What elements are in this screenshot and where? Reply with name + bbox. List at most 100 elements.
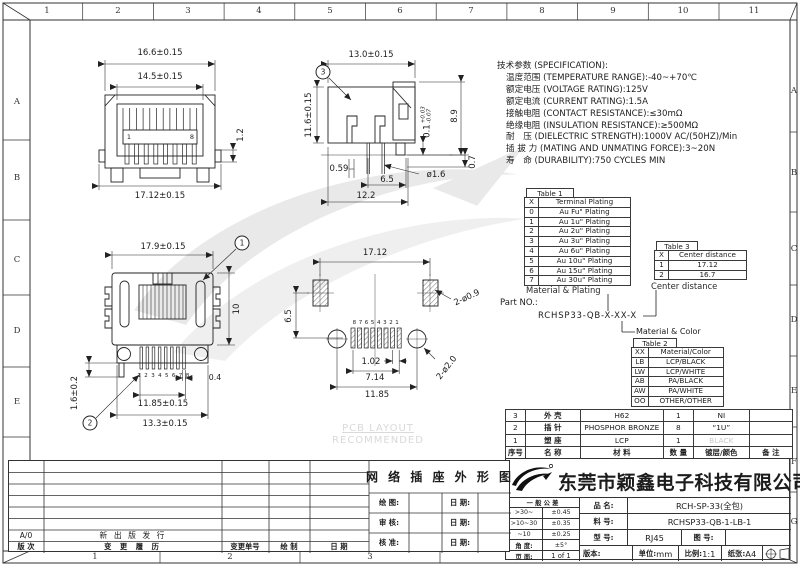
tolerance-value: ±0.25 [542, 528, 579, 540]
pcb-note-line2: RECOMMENDED [332, 435, 424, 446]
rear-pin-numbers: 12345678 [137, 373, 193, 379]
version-label: 版本: [579, 545, 632, 561]
revision-no: A/0 [19, 531, 33, 540]
revision-header-order: 变更单号 [230, 542, 260, 551]
callout-3: 3 [315, 64, 331, 80]
page-label: 页 面: [506, 550, 542, 561]
tolerance-angle-label: 角 度: [506, 539, 542, 550]
front-dim-inner-width: 14.5±0.15 [137, 72, 183, 82]
pcb-dim-pitch: 1.02 [361, 357, 381, 367]
drawing-title: 网 络 插 座 外 形 图 [365, 470, 515, 484]
rear-dim-pin-width: 0.4 [208, 373, 222, 382]
side-dim-pin-dia: ø1.6 [426, 170, 446, 180]
unit-cell: 单位:mm [632, 545, 678, 561]
tolerance-value: ±0.45 [542, 507, 579, 518]
part-no-value: RCHSP33-QB-X-XX-X [538, 311, 638, 321]
third-angle-projection-icon [765, 547, 790, 560]
spec-line: 寿 命 (DURABILITY):750 CYCLES MIN [506, 156, 666, 167]
front-dim-total-width: 17.12±0.15 [134, 191, 186, 201]
revision-header-rev: 版 次 [17, 542, 35, 551]
part-number-label: 料 号: [579, 513, 627, 529]
front-pin-1-label: 1 [126, 133, 132, 141]
side-dim-width: 13.0±0.15 [348, 50, 394, 60]
grid-col-1: 1 [44, 6, 50, 16]
side-dim-span: 6.5 [380, 175, 394, 185]
grid-col-4: 4 [256, 6, 262, 16]
grid-row-left-d: D [13, 326, 21, 336]
sign-approve-date-label: 日 期: [449, 538, 471, 547]
grid-row-right-g: G [790, 517, 798, 527]
front-dim-outer-width: 16.6±0.15 [137, 48, 183, 58]
part-no-color-branch-label: Material & Color [636, 327, 701, 336]
spec-title: 技术参数 (SPECIFICATION): [497, 61, 608, 71]
grid-col-2: 2 [115, 6, 121, 16]
rear-dim-top: 17.9±0.15 [140, 242, 186, 252]
revision-block: A/0 新 出 版 发 行 版 次 变 更 履 历 变更单号 绘 制 日 期 网… [8, 460, 511, 553]
spec-line: 温度范围 (TEMPERATURE RANGE):-40~+70℃ [506, 72, 697, 83]
pcb-note-line1: PCB LAYOUT [342, 423, 414, 434]
sign-approve-label: 核 准: [378, 538, 400, 547]
side-view: 3 13.0±0.15 11.6±0.15 0.1+0.03-0.07 8.9 … [303, 38, 485, 214]
projection-symbol-cell [762, 545, 791, 561]
scale-cell: 比例:1:1 [678, 545, 721, 561]
side-view-drawing [313, 60, 469, 206]
grid-col-3: 3 [185, 6, 191, 16]
grid-col-9: 9 [610, 6, 616, 16]
sign-check-date-label: 日 期: [449, 518, 471, 527]
model-label: 型 号: [579, 529, 627, 545]
tolerance-range: >30~ [506, 507, 542, 518]
grid-row-left-e: E [13, 397, 21, 407]
grid-col-8: 8 [539, 6, 545, 16]
grid-row-left-b: B [13, 173, 21, 183]
product-name-value: RCH-SP-33(全包) [627, 497, 791, 513]
grid-row-right-f: F [791, 457, 797, 467]
drawing-no-value [725, 529, 791, 545]
title-block: 东莞市颖鑫电子科技有限公司 一 般 公 差 >30~ ±0.45 >10~30 … [505, 458, 800, 561]
revision-header-drawn: 绘 制 [280, 542, 298, 551]
spec-line: 耐 压 (DIELECTRIC STRENGTH):1000V AC/(50HZ… [506, 132, 738, 143]
grid-col-11: 11 [748, 6, 760, 16]
sign-check-label: 审 核: [378, 518, 400, 527]
front-view: 16.6±0.15 14.5±0.15 17.12±0.15 1.2 1 8 [85, 38, 247, 210]
tolerance-range: ~10 [506, 528, 542, 540]
rear-dim-inner: 11.85±0.15 [137, 399, 189, 409]
grid-col-5: 5 [327, 6, 333, 16]
pcb-dim-total: 11.85 [364, 390, 390, 400]
side-dim-total: 12.2 [356, 191, 376, 201]
part-number-value: RCHSP33-QB-1-LB-1 [627, 513, 791, 529]
bom-header-row: 序号名 称材 料数 量镀层/颜色备 注 [505, 445, 793, 460]
pcb-layout-drawing [293, 258, 452, 390]
tolerance-range: >10~30 [506, 517, 542, 529]
table3-caption: Center distance [651, 281, 718, 291]
tolerance-value: ±0.35 [542, 517, 579, 529]
rear-view: 1 2 17.9±0.15 10 12345678 0.4 1.6±0.2 11… [63, 233, 259, 439]
product-name-label: 品 名: [579, 497, 627, 513]
part-no-label: Part NO.: [500, 298, 538, 308]
sign-draw-label: 绘 图: [378, 498, 400, 507]
spec-line: 额定电压 (VOLTAGE RATING):125V [506, 84, 648, 95]
spec-line: 额定电流 (CURRENT RATING):1.5A [506, 96, 649, 107]
grid-row-right-e: E [790, 386, 798, 396]
tolerance-title: 一 般 公 差 [506, 497, 579, 507]
spec-line: 插 拔 力 (MATING AND UNMATING FORCE):3~20N [506, 144, 716, 155]
revision-desc: 新 出 版 发 行 [99, 531, 167, 540]
grid-row-right-a: A [790, 86, 798, 96]
grid-col-7: 7 [468, 6, 474, 16]
pcb-pin-numbers: 87654321 [352, 320, 402, 326]
side-dim-offset: 0.59 [329, 164, 349, 174]
grid-col-10: 10 [677, 6, 689, 16]
grid-row-right-b: B [790, 168, 798, 178]
spec-line: 绝缘电阻 (INSULATION RESISTANCE):≥500MΩ [506, 120, 699, 131]
grid-row-right-d: D [790, 315, 798, 325]
table1-caption: Material & Plating [526, 285, 601, 295]
revision-header-history: 变 更 履 历 [104, 542, 162, 551]
sign-draw-date-label: 日 期: [449, 498, 471, 507]
drawing-no-label: 图 号: [681, 529, 725, 545]
spec-line: 接触电阻 (CONTACT RESISTANCE):≤30mΩ [506, 108, 683, 119]
grid-row-right-c: C [790, 244, 798, 254]
